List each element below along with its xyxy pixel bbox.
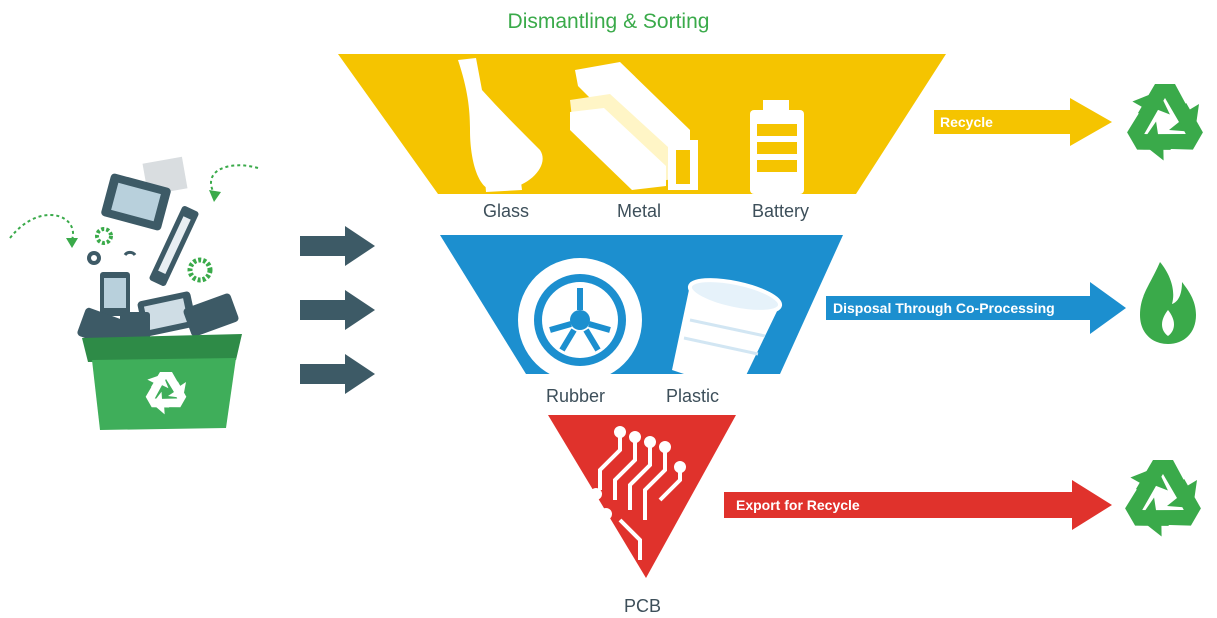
arrow-co-processing [826,282,1126,334]
battery-icon [750,100,804,194]
label-metal: Metal [617,201,662,221]
e-waste-bin-icon [9,156,259,430]
recycle-icon [1127,84,1203,161]
arrow-recycle [934,98,1112,146]
flow-arrows [300,226,375,394]
circuit-icon [590,426,686,570]
flame-icon [1140,262,1196,344]
glass-bottle-icon [458,58,543,192]
tier-red [548,415,736,578]
label-battery: Battery [752,201,810,221]
action-recycle: Recycle [940,114,993,130]
metal-beam-icon [570,62,698,190]
arrow-export [724,480,1112,530]
flow-arrow-3 [300,354,375,394]
label-rubber: Rubber [546,386,606,406]
diagram-title: Dismantling & Sorting [507,10,710,33]
recycle-icon [1125,460,1201,537]
label-glass: Glass [483,201,530,221]
action-co-processing: Disposal Through Co-Processing [833,300,1055,316]
flow-arrow-1 [300,226,375,266]
label-pcb: PCB [624,596,662,616]
flow-arrow-2 [300,290,375,330]
label-plastic: Plastic [666,386,720,406]
action-export: Export for Recycle [736,497,860,513]
plastic-cup-icon [672,278,783,392]
bin-recycle-icon [145,372,187,415]
tier-blue [440,235,843,374]
tire-icon [510,258,650,394]
